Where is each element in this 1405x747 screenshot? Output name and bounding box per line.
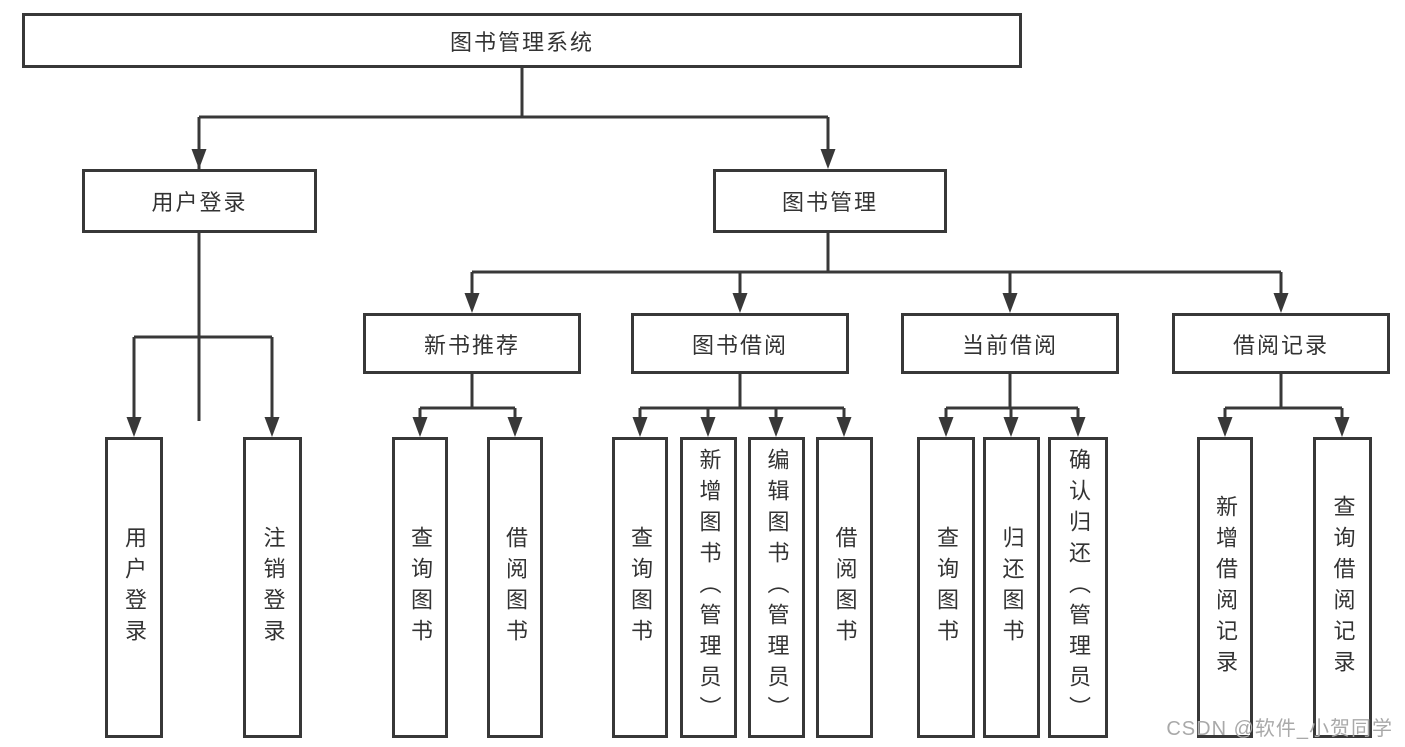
leaf-label: 用户登录	[122, 525, 147, 650]
leaf-current-return-books: 归还图书	[983, 437, 1040, 738]
connector-login-to-leaves	[132, 233, 274, 420]
leaf-borrowing-add-books-admin: 新增图书（管理员）	[680, 437, 737, 738]
node-label: 借阅记录	[1232, 332, 1329, 358]
leaf-records-add-borrow-record: 新增借阅记录	[1197, 437, 1253, 738]
connector-borrowing-to-leaves	[638, 374, 846, 420]
leaf-borrowing-query-books: 查询图书	[612, 437, 668, 738]
leaf-label: 查询借阅记录	[1330, 494, 1356, 681]
leaf-newbook-borrow-books: 借阅图书	[487, 437, 543, 738]
leaf-borrowing-borrow-books: 借阅图书	[816, 437, 873, 738]
connector-management-to-level3	[470, 233, 1283, 296]
leaf-label: 编辑图书（管理员）	[764, 448, 790, 727]
leaf-current-confirm-return-admin: 确认归还（管理员）	[1048, 437, 1108, 738]
leaf-label: 借阅图书	[503, 525, 528, 650]
node-borrowing-records: 借阅记录	[1172, 313, 1390, 374]
leaf-label: 查询图书	[934, 525, 959, 650]
node-label: 当前借阅	[961, 332, 1058, 358]
node-current-borrowing: 当前借阅	[901, 313, 1119, 374]
leaf-label: 借阅图书	[832, 525, 858, 650]
leaf-user-login: 用户登录	[105, 437, 163, 738]
leaf-label: 查询图书	[628, 525, 653, 650]
connector-current-to-leaves	[944, 374, 1080, 420]
node-label: 用户登录	[151, 190, 248, 215]
leaf-label: 归还图书	[999, 525, 1025, 650]
csdn-watermark: CSDN @软件_小贺同学	[1166, 718, 1393, 740]
leaf-label: 注销登录	[260, 525, 286, 650]
leaf-borrowing-edit-books-admin: 编辑图书（管理员）	[748, 437, 805, 738]
leaf-current-query-books: 查询图书	[917, 437, 975, 738]
leaf-label: 查询图书	[408, 525, 433, 650]
node-new-book-recommendation: 新书推荐	[363, 313, 581, 374]
node-label: 图书管理系统	[449, 29, 594, 55]
connector-records-to-leaves	[1223, 374, 1344, 420]
node-label: 图书管理	[781, 190, 878, 215]
leaf-label: 新增借阅记录	[1213, 494, 1238, 681]
connector-newbook-to-leaves	[418, 374, 517, 420]
leaf-label: 新增图书（管理员）	[696, 448, 722, 727]
leaf-label: 确认归还（管理员）	[1066, 448, 1091, 727]
node-book-borrowing: 图书借阅	[631, 313, 849, 374]
connector-root-to-level2	[197, 66, 830, 421]
node-label: 图书借阅	[691, 332, 788, 358]
leaf-newbook-query-books: 查询图书	[392, 437, 448, 738]
node-user-login: 用户登录	[82, 169, 317, 233]
node-book-management: 图书管理	[713, 169, 947, 233]
arrowheads	[126, 149, 1350, 437]
leaf-records-query-borrow-record: 查询借阅记录	[1313, 437, 1372, 738]
node-root-library-system: 图书管理系统	[22, 13, 1022, 68]
node-label: 新书推荐	[423, 332, 520, 358]
leaf-logout-login: 注销登录	[243, 437, 302, 738]
